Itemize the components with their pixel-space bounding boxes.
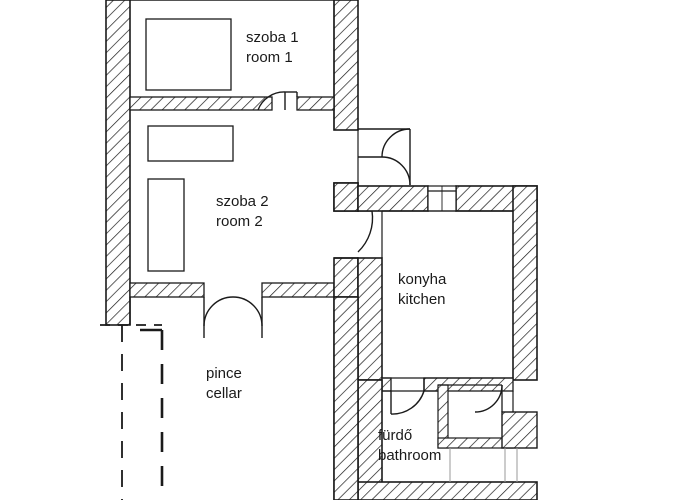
wall-room2-right-upper <box>333 182 359 212</box>
room-label-bathroom-hu: fürdő <box>378 427 413 444</box>
wall-kitchen-left <box>357 257 383 381</box>
furniture-bed-room2 <box>147 178 185 272</box>
room-label-cellar: pince cellar <box>206 364 242 404</box>
room-label-kitchen-hu: konyha <box>398 271 447 288</box>
door-arc-bathroom <box>390 390 425 415</box>
furniture-bed-room1 <box>145 18 232 91</box>
wall-cellar-right <box>333 296 359 500</box>
door-arc-entry-lower <box>381 156 411 186</box>
room-label-kitchen-en: kitchen <box>398 291 446 308</box>
wall-partition-room1-room2-left <box>129 96 273 111</box>
wall-exterior-right <box>512 185 538 381</box>
door-arc-room1 <box>257 91 286 111</box>
door-arc-room2-hall <box>357 210 374 253</box>
room-label-kitchen: konyha kitchen <box>398 270 446 310</box>
wall-bathroom-left <box>357 379 383 500</box>
wall-exterior-left <box>105 0 131 326</box>
furniture-wardrobe-room2 <box>147 125 234 162</box>
wall-room2-right-lower <box>333 257 359 298</box>
wall-bathroom-bottom <box>357 481 538 500</box>
room-label-bathroom: fürdő bathroom <box>378 426 441 466</box>
door-arc-entry-upper <box>381 128 411 158</box>
walls-group <box>100 0 538 500</box>
wall-wc-right-stub <box>501 411 538 449</box>
room-label-bathroom-en: bathroom <box>378 447 442 464</box>
door-arc-cellar-right <box>232 296 263 327</box>
wall-kitchen-bottom-left <box>381 377 392 392</box>
room-label-room2-en: room 2 <box>216 213 263 230</box>
room-label-room1: szoba 1 room 1 <box>246 28 299 68</box>
room-label-room2-hu: szoba 2 <box>216 193 269 210</box>
room-label-cellar-en: cellar <box>206 385 242 402</box>
wall-partition-room2-bottom-left <box>129 282 205 298</box>
room-label-room1-en: room 1 <box>246 49 293 66</box>
wall-partition-room2-bottom-right <box>261 282 335 298</box>
wall-exterior-room1-right <box>333 0 359 131</box>
room-label-room2: szoba 2 room 2 <box>216 192 269 232</box>
wall-partition-room1-room2-right <box>296 96 335 111</box>
room-label-room1-hu: szoba 1 <box>246 29 299 46</box>
wall-kitchen-top-left <box>357 185 429 212</box>
door-arc-cellar-left <box>203 296 234 327</box>
room-label-cellar-hu: pince <box>206 365 242 382</box>
